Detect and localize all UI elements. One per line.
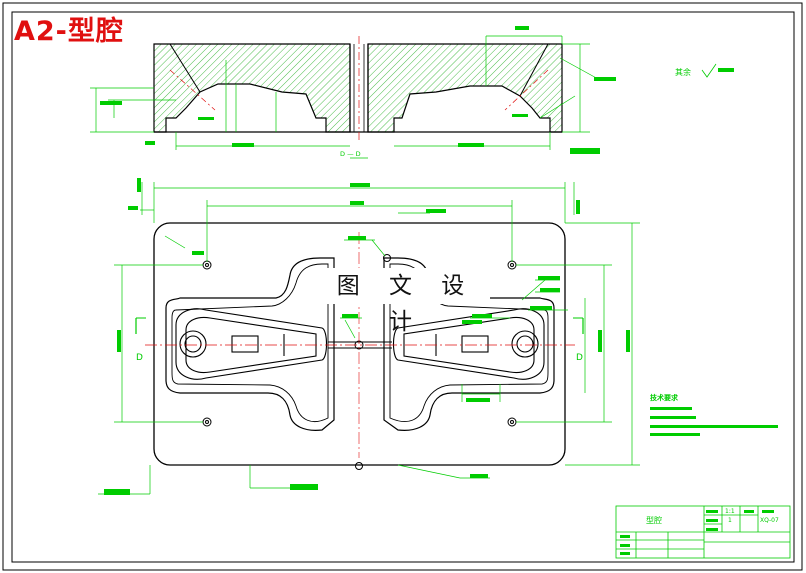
- section-right-half: [367, 43, 563, 133]
- title-block-part-name: 型腔: [646, 515, 662, 525]
- title-block-drawing-number: XQ-07: [760, 517, 779, 524]
- surface-finish-note: 其余: [675, 67, 691, 77]
- title-block-scale: 1:1: [725, 508, 735, 515]
- section-left-half: [153, 43, 351, 133]
- title-block: [615, 505, 791, 559]
- watermark: 图 文 设 计: [322, 268, 490, 335]
- section-label: D — D: [340, 150, 361, 158]
- cavity-pocket-left: [165, 257, 335, 431]
- sheet-inner-border: [11, 11, 795, 563]
- surface-finish-symbol: [701, 63, 717, 78]
- technical-requirements: 技术要求: [650, 393, 778, 436]
- cut-mark-right: D: [576, 353, 583, 363]
- plan-view: D D: [98, 178, 640, 495]
- cut-mark-left: D: [136, 353, 143, 363]
- handle-part-left: [175, 308, 328, 380]
- title-block-quantity: 1: [728, 517, 732, 524]
- plate-outline: [153, 222, 566, 466]
- sheet-title: A2-型腔: [14, 16, 124, 47]
- section-view: D — D 其余: [90, 26, 734, 159]
- tech-req-heading: 技术要求: [650, 393, 679, 402]
